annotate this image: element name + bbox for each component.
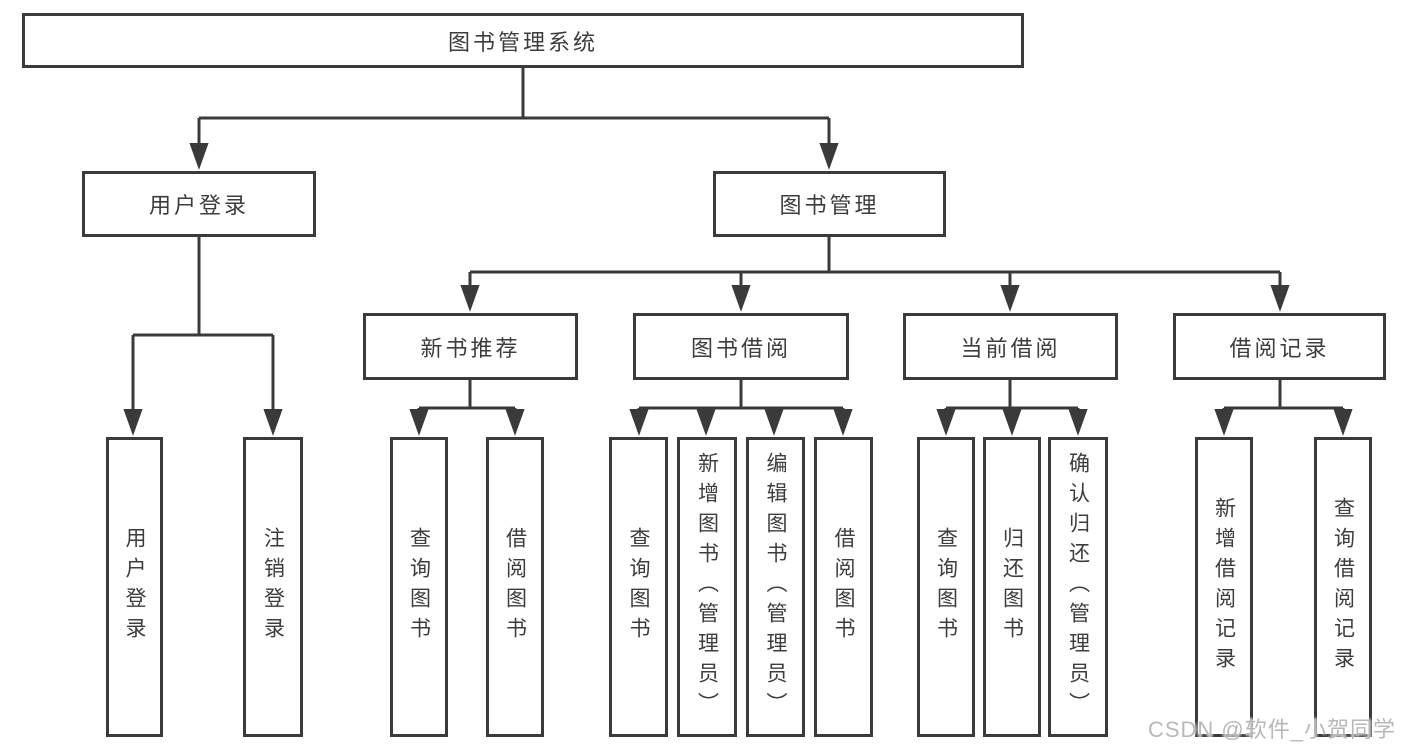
leaf-nb-borrow-books-label: 借阅图书 <box>503 527 527 647</box>
csdn-watermark: CSDN @软件_小贺同学 <box>1147 717 1396 742</box>
leaf-br-add-record-label: 新增借阅记录 <box>1212 497 1236 677</box>
node-book-management-label: 图书管理 <box>779 193 880 218</box>
leaf-bb-query-books: 查询图书 <box>609 437 668 737</box>
leaf-bb-edit-books-admin-label: 编辑图书（管理员） <box>764 452 787 722</box>
node-user-login-label: 用户登录 <box>148 193 249 218</box>
leaf-cb-return-books-label: 归还图书 <box>1000 527 1024 647</box>
node-book-management: 图书管理 <box>713 171 946 237</box>
node-new-book-recommend-label: 新书推荐 <box>420 335 521 361</box>
leaf-cb-query-books-label: 查询图书 <box>934 527 958 647</box>
leaf-cb-confirm-return-admin: 确认归还（管理员） <box>1048 437 1108 737</box>
node-user-login: 用户登录 <box>82 171 316 237</box>
leaf-cb-confirm-return-admin-label: 确认归还（管理员） <box>1066 452 1090 722</box>
leaf-bb-add-books-admin-label: 新增图书（管理员） <box>695 452 719 722</box>
node-new-book-recommend: 新书推荐 <box>363 313 578 380</box>
leaf-logout-label: 注销登录 <box>261 527 285 647</box>
node-book-borrowing-label: 图书借阅 <box>690 335 791 361</box>
leaf-bb-edit-books-admin: 编辑图书（管理员） <box>746 437 805 737</box>
leaf-user-login-label: 用户登录 <box>123 527 146 647</box>
node-book-borrowing: 图书借阅 <box>633 313 849 380</box>
leaf-br-query-record-label: 查询借阅记录 <box>1331 497 1355 677</box>
node-borrowing-records: 借阅记录 <box>1173 313 1386 380</box>
node-root-label: 图书管理系统 <box>447 29 598 55</box>
leaf-bb-borrow-books: 借阅图书 <box>814 437 873 737</box>
leaf-user-login: 用户登录 <box>106 437 163 737</box>
node-root: 图书管理系统 <box>22 13 1024 68</box>
leaf-br-add-record: 新增借阅记录 <box>1195 437 1253 737</box>
bus-lines <box>133 68 1343 410</box>
node-current-borrowing-label: 当前借阅 <box>960 335 1061 361</box>
leaf-br-query-record: 查询借阅记录 <box>1314 437 1372 737</box>
leaf-cb-return-books: 归还图书 <box>983 437 1041 737</box>
node-current-borrowing: 当前借阅 <box>903 313 1118 380</box>
leaf-bb-add-books-admin: 新增图书（管理员） <box>677 437 737 737</box>
leaf-logout: 注销登录 <box>243 437 303 737</box>
leaf-bb-query-books-label: 查询图书 <box>627 527 650 647</box>
leaf-nb-query-books: 查询图书 <box>390 437 448 737</box>
leaf-bb-borrow-books-label: 借阅图书 <box>832 527 855 647</box>
leaf-nb-borrow-books: 借阅图书 <box>486 437 544 737</box>
leaf-nb-query-books-label: 查询图书 <box>407 527 431 647</box>
leaf-cb-query-books: 查询图书 <box>917 437 975 737</box>
node-borrowing-records-label: 借阅记录 <box>1229 335 1330 361</box>
